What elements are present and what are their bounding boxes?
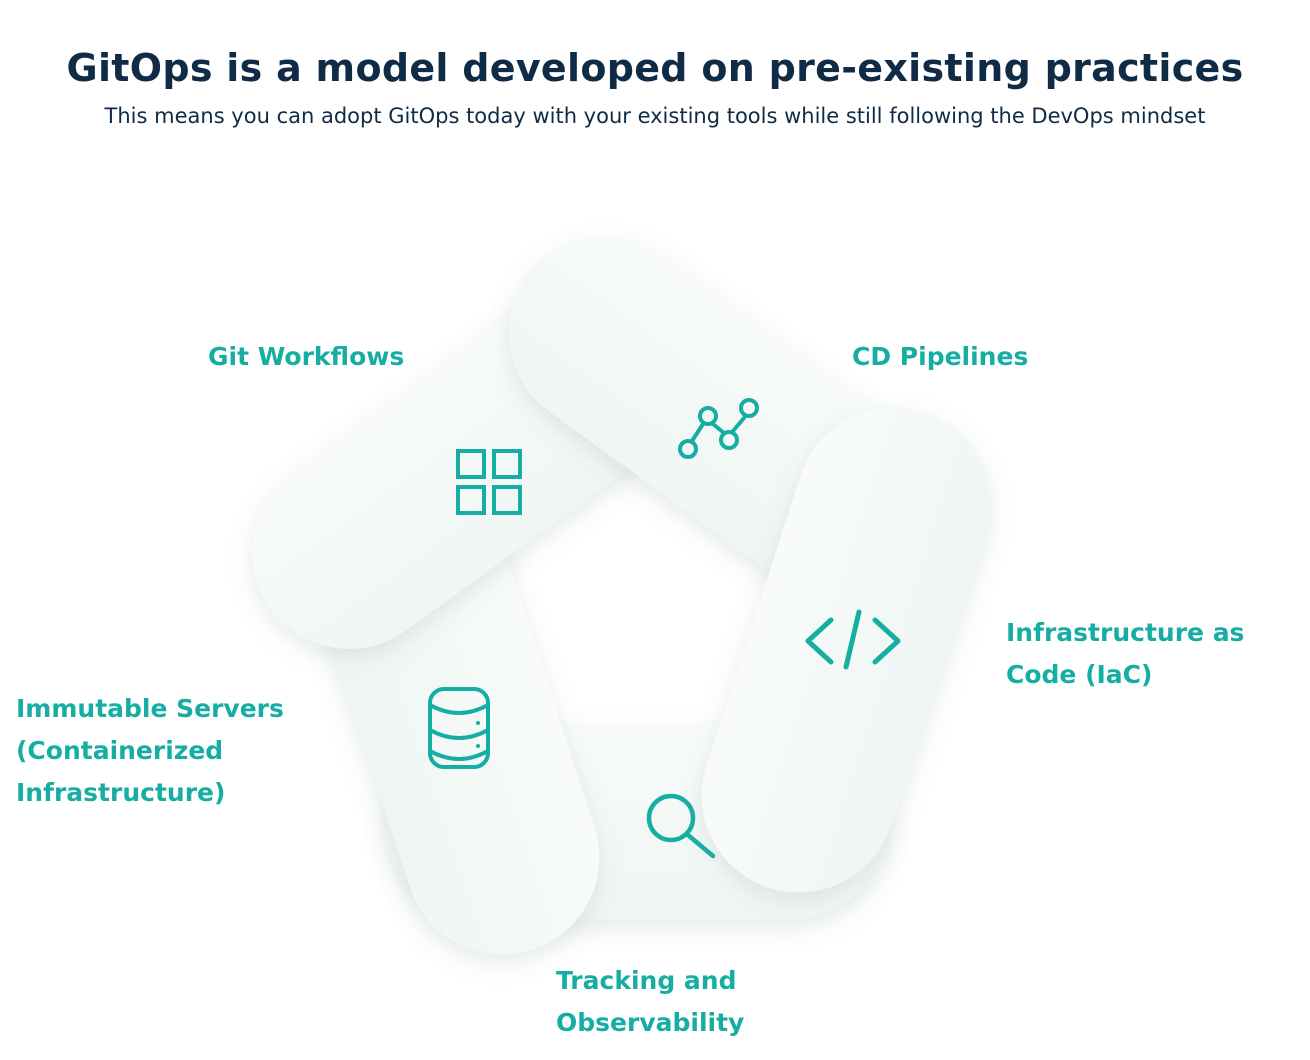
label-line: (Containerized [16, 736, 224, 765]
label-line: CD Pipelines [852, 342, 1029, 371]
label-line: Code (IaC) [1006, 660, 1153, 689]
label-line: Infrastructure as [1006, 618, 1245, 647]
label-tracking-observability: Tracking and Observability [556, 960, 744, 1044]
label-line: Observability [556, 1008, 745, 1037]
label-cd-pipelines: CD Pipelines [852, 336, 1028, 378]
label-line: Git Workflows [208, 342, 405, 371]
label-line: Immutable Servers [16, 694, 284, 723]
database-icon [428, 687, 490, 769]
pill-iac [701, 407, 991, 893]
search-icon [646, 793, 716, 859]
label-immutable-servers: Immutable Servers (Containerized Infrast… [16, 688, 284, 814]
pipeline-icon [678, 398, 759, 459]
page-subtitle: This means you can adopt GitOps today wi… [104, 104, 1206, 128]
label-infrastructure-as-code: Infrastructure as Code (IaC) [1006, 612, 1244, 696]
page-title: GitOps is a model developed on pre-exist… [66, 46, 1244, 90]
label-git-workflows: Git Workflows [208, 336, 404, 378]
label-line: Tracking and [556, 966, 737, 995]
grid-icon [456, 449, 522, 515]
code-icon [805, 609, 901, 670]
label-line: Infrastructure) [16, 778, 226, 807]
